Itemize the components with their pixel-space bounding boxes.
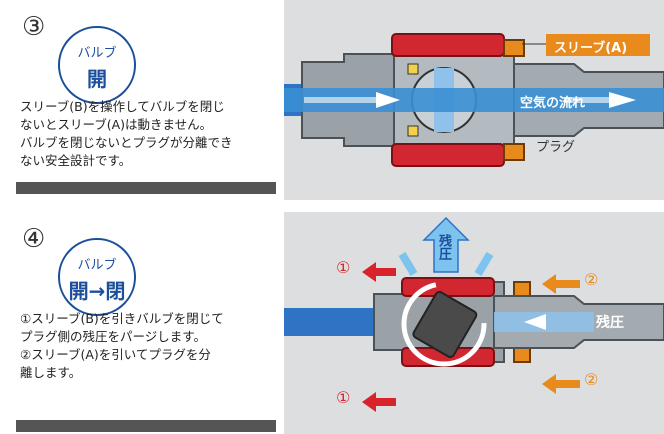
marker-2-top: ② (584, 270, 599, 289)
step-3-description: スリーブ(B)を操作してバルブを閉じ ないとスリーブ(A)は動きません。 バルブ… (20, 99, 233, 168)
rotation-arc (401, 281, 487, 367)
sleeve-a-label: スリーブ(A) (554, 41, 628, 56)
sleeve-a-label-box (546, 34, 650, 56)
step-4-panel: ④ バルブ 開→閉 ①スリーブ(B)を引きバルブを閉じて プラグ側の残圧をパージ… (0, 212, 282, 434)
marker-1-top: ① (336, 258, 351, 277)
pull-arrow-top (362, 262, 396, 282)
sleeve-b-top (391, 33, 505, 57)
flow-arrow-right (609, 92, 636, 108)
flow-streak-left (304, 97, 380, 103)
sleeve-a-top (513, 281, 531, 297)
residual-right-label: 残圧 (596, 315, 624, 331)
coupler-closing-diagram: 残圧 残圧 ① ① ② ② (284, 212, 664, 434)
push-arrow-top (542, 274, 580, 294)
sleeve-a-bottom (513, 347, 531, 363)
step-3-number: ③ (22, 12, 46, 42)
flow-arrow-left (376, 92, 400, 108)
valve-state-badge-open: バルブ 開 (58, 26, 136, 104)
sleeve-a-bottom (503, 143, 525, 161)
badge-label: バルブ (77, 46, 117, 61)
residual-spray-right (474, 251, 494, 277)
divider-bar (16, 420, 276, 432)
step-4-number: ④ (22, 224, 46, 254)
air-flow-label: 空気の流れ (520, 96, 586, 111)
marker-2-bottom: ② (584, 370, 599, 389)
seal-bottom (407, 125, 419, 137)
pull-arrow-bottom (362, 392, 396, 412)
residual-up-arrow (422, 216, 470, 273)
divider-bar (16, 182, 276, 194)
badge-state: 開 (87, 67, 107, 91)
sleeve-b-bottom (391, 143, 505, 167)
residual-arrow-head (524, 314, 546, 330)
coupler-open-diagram: スリーブ(A) 空気の流れ プラグ (284, 0, 664, 200)
residual-spray-left (398, 251, 418, 277)
flow-streak-right (564, 97, 612, 103)
valve-state-badge-closing: バルブ 開→閉 (58, 238, 136, 316)
ball-valve-closing (412, 290, 478, 359)
marker-1-bottom: ① (336, 388, 351, 407)
coupler-open-illustration (284, 33, 664, 167)
badge-state: 開→閉 (68, 279, 126, 303)
residual-up-label: 残圧 (436, 234, 451, 260)
seal-top (407, 63, 419, 75)
coupler-closing-illustration (284, 216, 664, 412)
step-3-panel: ③ バルブ 開 スリーブ(B)を操作してバルブを閉じ ないとスリーブ(A)は動き… (0, 0, 282, 200)
push-arrow-bottom (542, 374, 580, 394)
plug-label: プラグ (536, 140, 576, 155)
sleeve-a-top (503, 39, 525, 57)
badge-label: バルブ (77, 258, 117, 273)
step-4-description: ①スリーブ(B)を引きバルブを閉じて プラグ側の残圧をパージします。 ②スリーブ… (20, 311, 224, 380)
